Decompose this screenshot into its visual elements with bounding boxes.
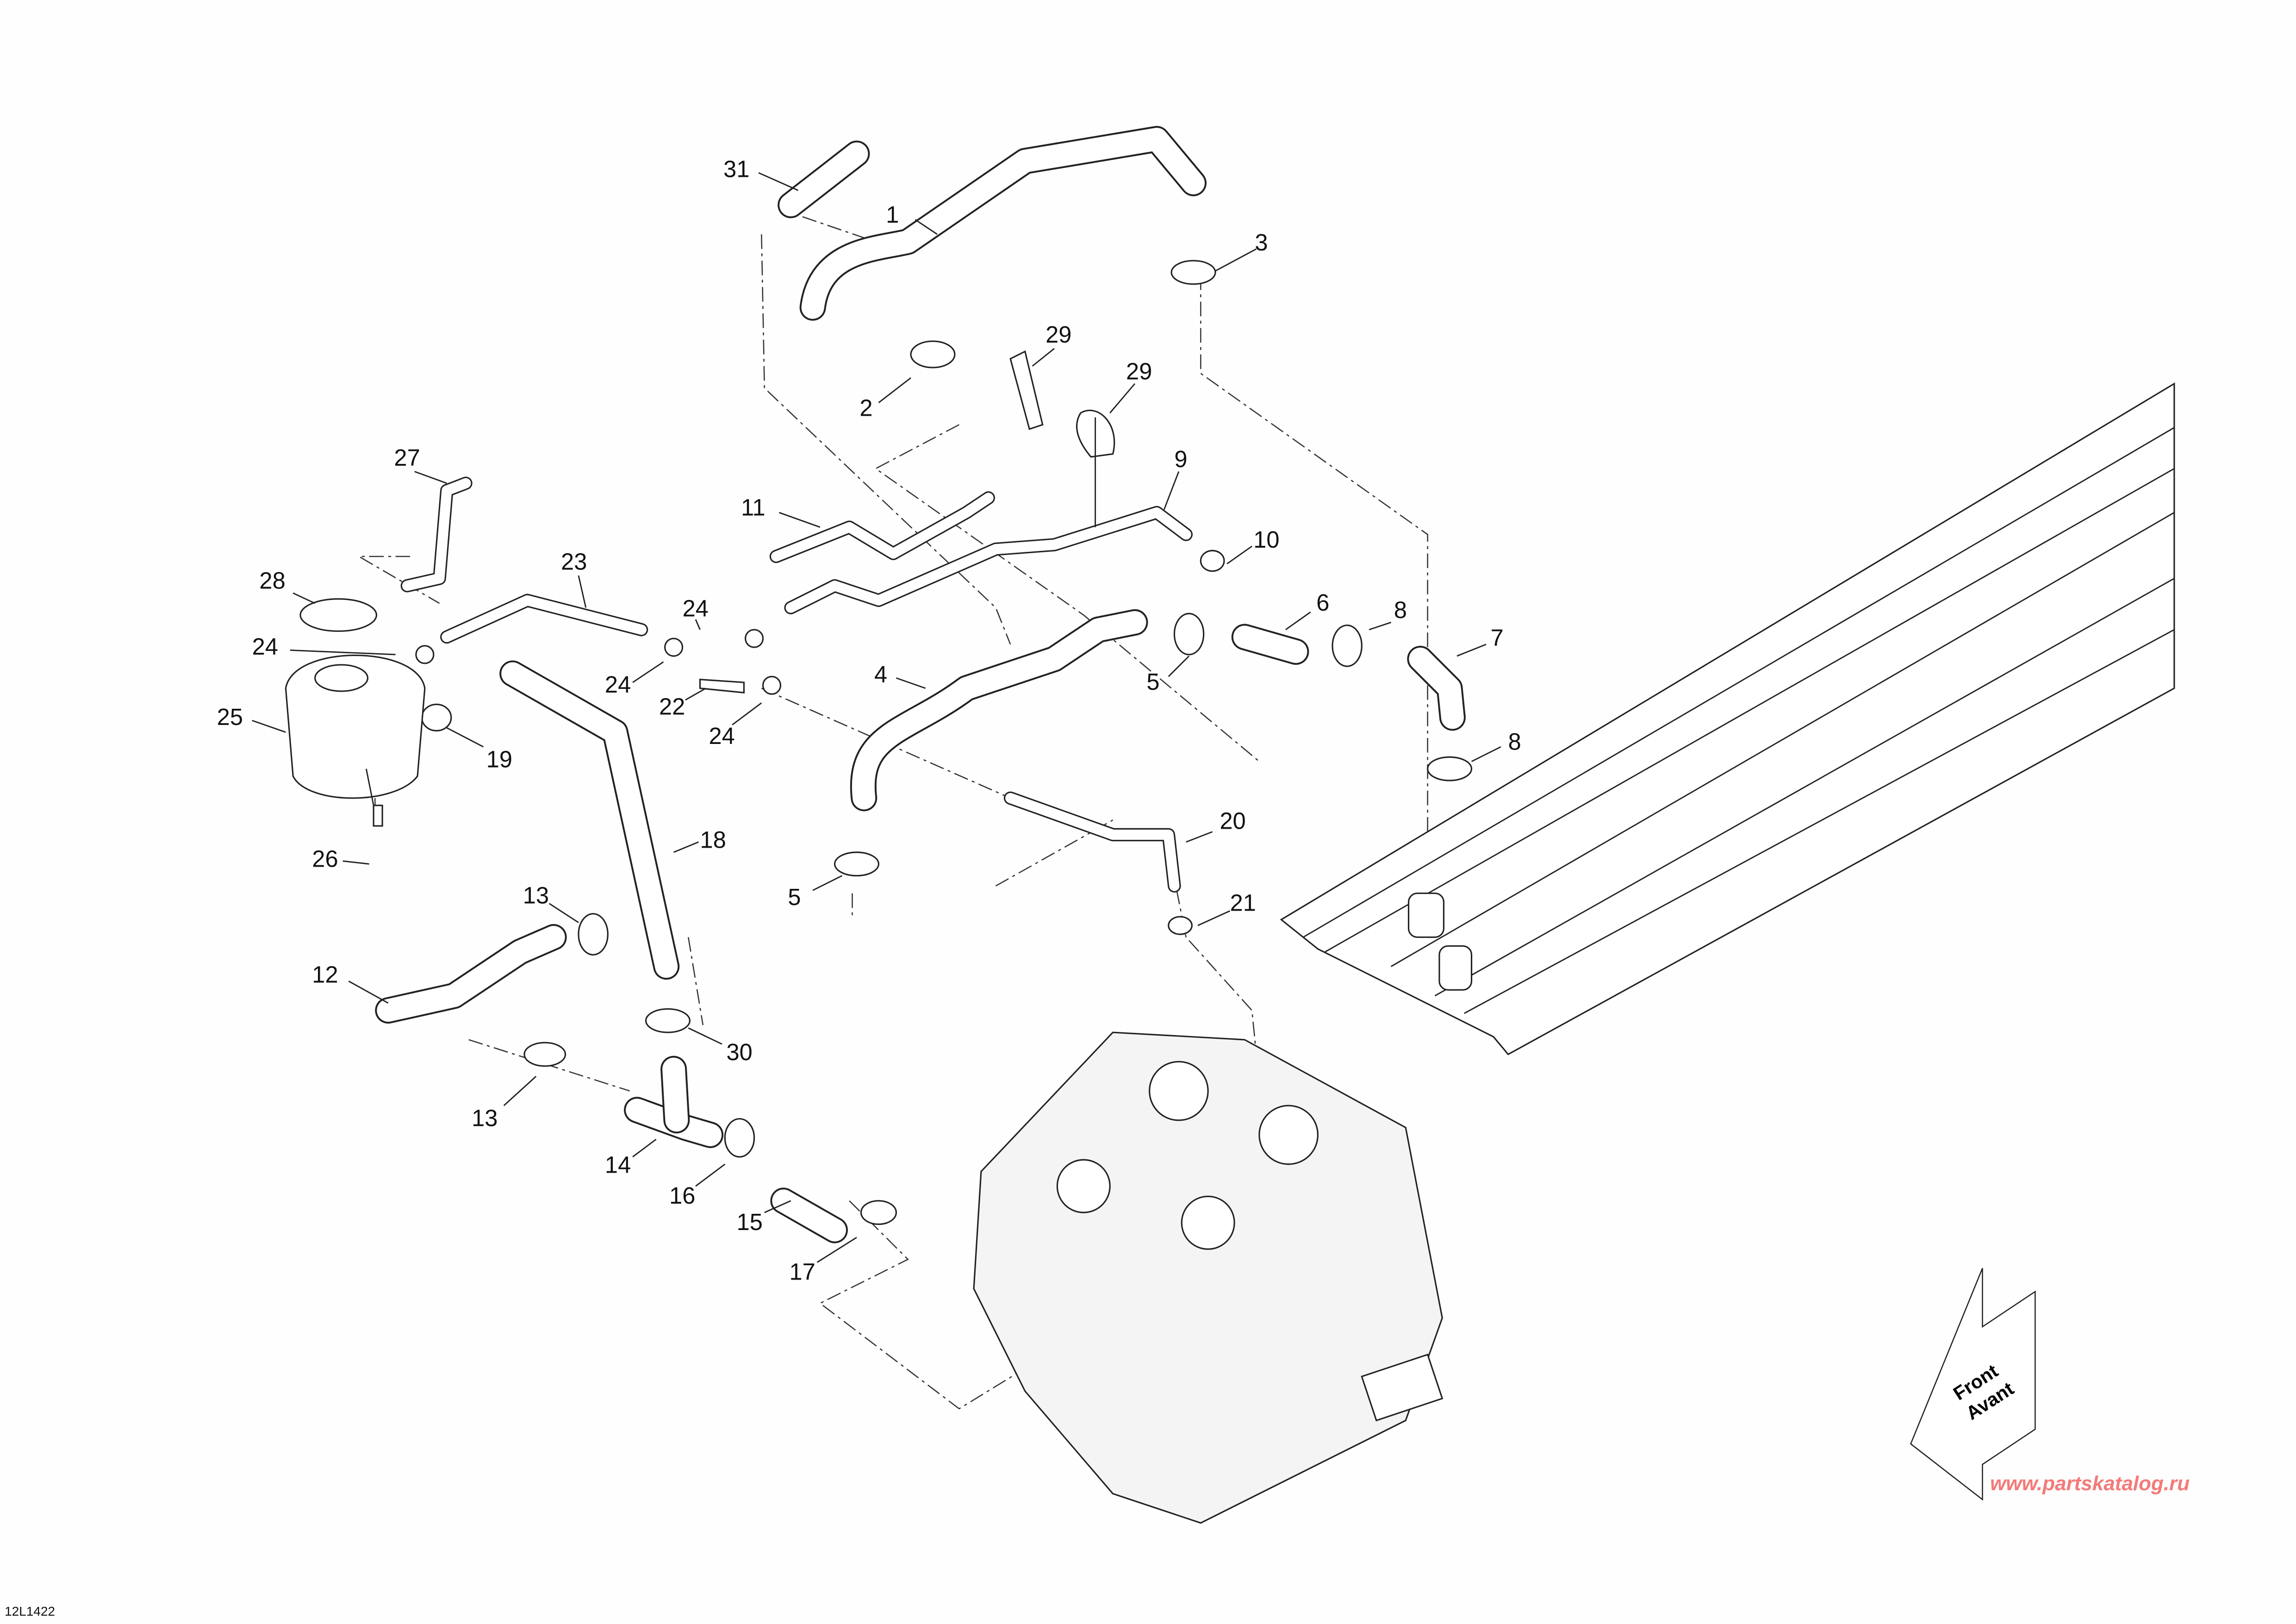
callout-23: 23	[561, 548, 587, 575]
callout-3: 3	[1255, 229, 1268, 256]
callout-labels: 31 1 3 2 29 29 9 11 10 27 28 23 24 24 6 …	[217, 156, 1521, 1285]
callout-20: 20	[1220, 807, 1245, 834]
callout-9: 9	[1174, 446, 1187, 472]
callout-21: 21	[1230, 890, 1256, 916]
callout-13b: 13	[472, 1105, 498, 1131]
callout-8a: 8	[1394, 597, 1407, 623]
callout-31: 31	[723, 156, 749, 182]
callout-1: 1	[886, 201, 899, 228]
callout-29a: 29	[1045, 321, 1071, 348]
watermark-url: www.partskatalog.ru	[1990, 1472, 2190, 1495]
engine	[973, 1031, 1444, 1524]
callout-19: 19	[486, 746, 512, 773]
callout-6: 6	[1316, 589, 1329, 616]
callout-7: 7	[1491, 625, 1504, 651]
front-direction-arrow: Front Avant	[1910, 1268, 2036, 1501]
callout-14: 14	[605, 1152, 631, 1178]
callout-30: 30	[726, 1039, 752, 1065]
callout-24c: 24	[605, 671, 631, 698]
callout-17: 17	[790, 1259, 815, 1285]
callout-13a: 13	[523, 882, 549, 909]
callout-8b: 8	[1508, 729, 1521, 755]
callout-28: 28	[259, 568, 285, 594]
callout-5a: 5	[1146, 668, 1159, 695]
leader-lines	[252, 172, 1501, 1263]
callout-5b: 5	[788, 884, 801, 910]
callout-24b: 24	[252, 633, 278, 660]
callout-15: 15	[737, 1209, 763, 1235]
callout-11: 11	[741, 494, 765, 520]
diagram-code: 12L1422	[5, 1604, 56, 1618]
callout-27: 27	[394, 444, 420, 471]
callout-16: 16	[669, 1182, 695, 1209]
callout-18: 18	[700, 826, 726, 853]
callout-24d: 24	[709, 723, 735, 749]
callout-25: 25	[217, 704, 243, 730]
callout-29b: 29	[1126, 358, 1152, 384]
clamps	[285, 260, 1473, 1225]
callout-10: 10	[1253, 526, 1279, 553]
hoses	[375, 126, 1466, 1243]
callout-24a: 24	[683, 595, 709, 622]
heat-exchanger-rail	[1280, 382, 2175, 1056]
callout-4: 4	[874, 661, 887, 687]
callout-12: 12	[312, 962, 338, 988]
callout-2: 2	[859, 394, 872, 421]
callout-26: 26	[312, 846, 338, 872]
callout-22: 22	[659, 693, 685, 720]
